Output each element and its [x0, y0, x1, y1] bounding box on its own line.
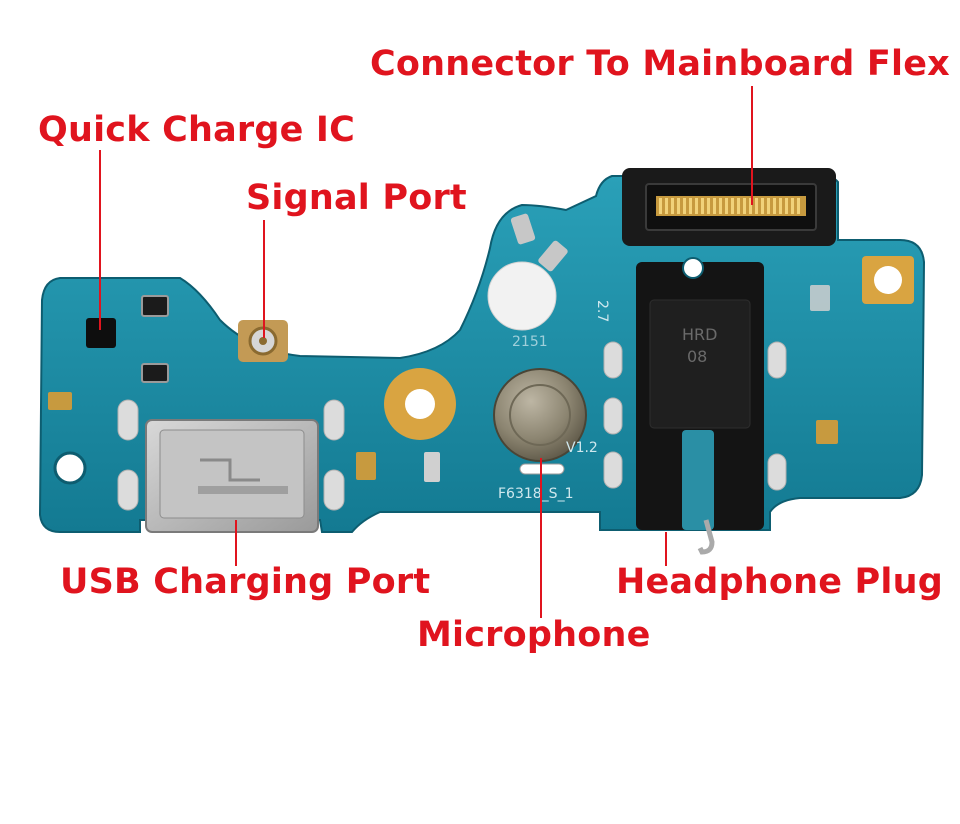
- connector-pin: [731, 198, 734, 214]
- label-connector-to-mainboard-flex: Connector To Mainboard Flex: [370, 44, 950, 84]
- connector-pin: [695, 198, 698, 214]
- connector-pin: [761, 198, 764, 214]
- connector-pin: [755, 198, 758, 214]
- white-sticker: [487, 261, 557, 331]
- connector-pin: [791, 198, 794, 214]
- model-marking: F6318_S_1: [498, 486, 573, 502]
- jack-code-text: HRD: [682, 325, 717, 344]
- oval-pads: [117, 341, 787, 511]
- connector-pin: [719, 198, 722, 214]
- jack-sub-text: 08: [687, 347, 707, 366]
- connector-pin: [665, 198, 668, 214]
- quick-charge-chip: [86, 318, 116, 348]
- label-headphone-plug: Headphone Plug: [616, 562, 943, 602]
- connector-pin: [707, 198, 710, 214]
- connector-pin: [671, 198, 674, 214]
- screw-hole-flex: [682, 257, 704, 279]
- signal-port-connector: [238, 320, 288, 362]
- label-quick-charge-ic: Quick Charge IC: [38, 110, 356, 150]
- connector-pin: [725, 198, 728, 214]
- part-code-marking: 2151: [512, 334, 548, 350]
- connector-pin: [737, 198, 740, 214]
- connector-pin: [689, 198, 692, 214]
- side-marking: 2.7: [594, 300, 610, 322]
- version-marking: V1.2: [566, 440, 598, 456]
- flex-connector: [622, 168, 836, 246]
- usb-charging-port: [145, 419, 319, 533]
- connector-pin: [779, 198, 782, 214]
- label-signal-port: Signal Port: [246, 178, 467, 218]
- connector-pin: [749, 198, 752, 214]
- connector-pin: [773, 198, 776, 214]
- connector-pin: [701, 198, 704, 214]
- headphone-jack: HRD 08: [636, 262, 764, 555]
- label-usb-charging-port: USB Charging Port: [60, 562, 431, 602]
- connector-pin: [677, 198, 680, 214]
- screw-hole-left: [53, 451, 87, 485]
- connector-pin: [785, 198, 788, 214]
- connector-pin: [659, 198, 662, 214]
- mount-ring-center: [384, 368, 456, 440]
- connector-pin: [713, 198, 716, 214]
- smd-components: [48, 213, 838, 482]
- connector-pin: [683, 198, 686, 214]
- connector-pin: [743, 198, 746, 214]
- connector-pin: [767, 198, 770, 214]
- mount-ring-right: [862, 256, 914, 304]
- label-microphone: Microphone: [417, 615, 651, 655]
- connector-pin: [797, 198, 800, 214]
